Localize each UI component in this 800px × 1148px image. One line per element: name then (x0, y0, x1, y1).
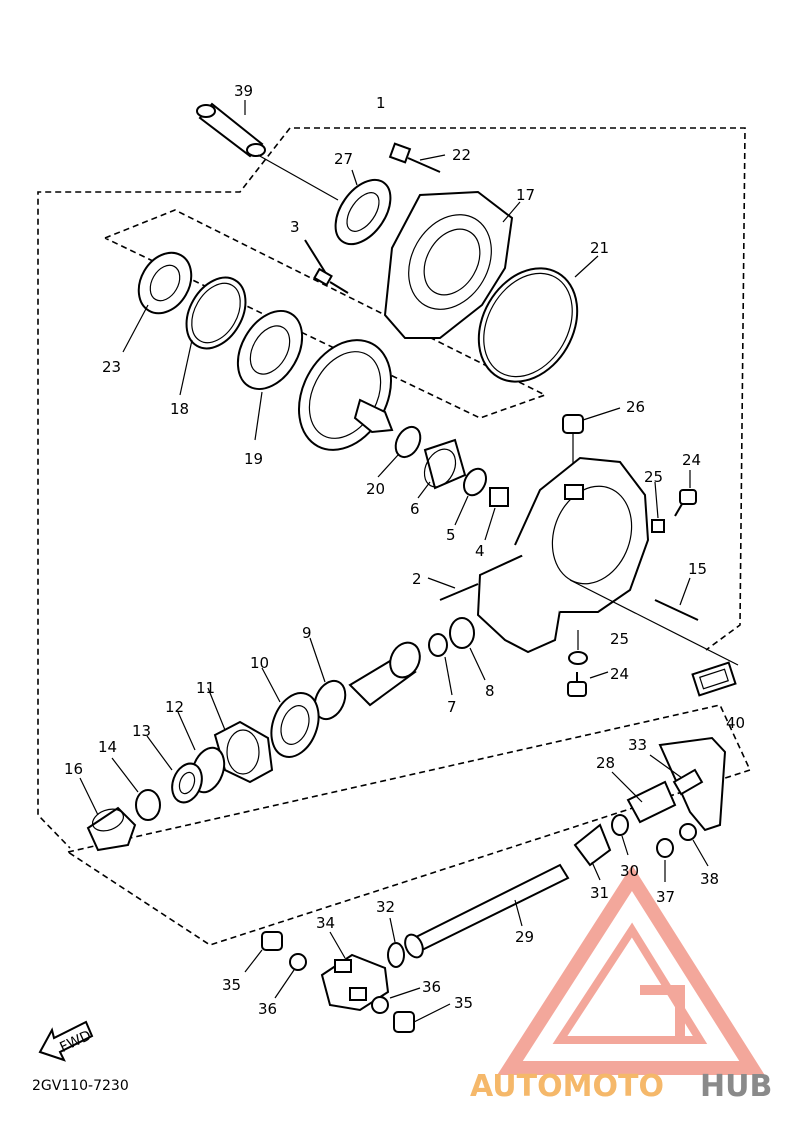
callout-39: 39 (234, 82, 253, 100)
part-13-oil-seal (171, 762, 203, 804)
assembly-outline (37, 127, 746, 849)
callout-14: 14 (98, 738, 117, 756)
callout-26: 26 (626, 398, 645, 416)
part-27-oil-seal (334, 178, 392, 246)
part-35-bearing-cup-left (261, 931, 283, 951)
part-20-shim (394, 425, 422, 459)
part-25-washer-upper (651, 519, 665, 533)
part-36-circlip-left (289, 953, 307, 971)
part-32-circlip (387, 942, 405, 968)
part-5-ring (462, 467, 488, 497)
watermark-text-hub: HUB (700, 1069, 772, 1104)
upper-group-outline (104, 209, 548, 419)
callout-40: 40 (726, 714, 745, 732)
diagram-code: 2GV110-7230 (32, 1078, 129, 1094)
part-24-bolt-upper (674, 489, 697, 517)
callout-32: 32 (376, 898, 395, 916)
callout-4: 4 (475, 542, 485, 560)
callout-25-lower: 25 (610, 630, 629, 648)
callout-30: 30 (620, 862, 639, 880)
callout-37: 37 (656, 888, 675, 906)
part-gear-case-housing (476, 456, 650, 654)
part-31-coupling (573, 823, 612, 867)
part-19-bearing (236, 310, 304, 390)
callout-25-upper: 25 (644, 468, 663, 486)
callout-20: 20 (366, 480, 385, 498)
callout-35-left: 35 (222, 976, 241, 994)
part-2-stud (439, 583, 479, 601)
part-18-shim (185, 276, 247, 350)
callout-21: 21 (590, 239, 609, 257)
part-25-washer-lower (568, 651, 588, 665)
part-16-cap (86, 806, 137, 852)
part-ring-gear (297, 339, 394, 451)
callout-29: 29 (515, 928, 534, 946)
callout-31: 31 (590, 884, 609, 902)
part-28-shaft (626, 780, 677, 824)
part-8-bearing (449, 617, 475, 649)
watermark-logo (497, 864, 765, 1075)
callout-23: 23 (102, 358, 121, 376)
part-24-bolt-lower (567, 672, 587, 697)
callout-34: 34 (316, 914, 335, 932)
callout-24-upper: 24 (682, 451, 701, 469)
callout-24-lower: 24 (610, 665, 629, 683)
callout-12: 12 (165, 698, 184, 716)
watermark-text-automoto: AUTOMOTO (470, 1069, 664, 1104)
part-7-collar (428, 633, 448, 657)
callout-5: 5 (446, 526, 456, 544)
part-40-label-plate (691, 661, 737, 697)
callout-13: 13 (132, 722, 151, 740)
callout-3: 3 (290, 218, 300, 236)
part-37-nut (656, 838, 674, 858)
callout-15: 16 (64, 760, 83, 778)
callout-8: 8 (485, 682, 495, 700)
part-33-spring (672, 768, 704, 796)
part-35-bearing-cup-right (393, 1011, 415, 1033)
callout-36-left: 36 (258, 1000, 277, 1018)
callout-36-right: 36 (422, 978, 441, 996)
part-11-bearing-housing (213, 720, 274, 784)
part-23-oil-seal (137, 251, 193, 315)
callout-2: 2 (412, 570, 422, 588)
callout-28: 28 (596, 754, 615, 772)
callout-22: 22 (452, 146, 471, 164)
part-14-collar (135, 789, 161, 821)
part-17-gear-case-cover (383, 190, 514, 339)
callout-15b: 15 (688, 560, 707, 578)
callout-35-right: 35 (454, 994, 473, 1012)
part-36-circlip-right (371, 996, 389, 1014)
part-34-universal-joint (320, 953, 390, 1012)
callout-7: 7 (447, 698, 457, 716)
callout-10: 10 (250, 654, 269, 672)
part-30-circlip (611, 814, 629, 836)
part-26-plug (562, 414, 584, 434)
callout-17: 17 (516, 186, 535, 204)
part-29-drive-shaft (404, 863, 570, 959)
callout-33: 33 (628, 736, 647, 754)
callout-6: 6 (410, 500, 420, 518)
part-4-collar (489, 487, 509, 507)
fwd-label: FWD (57, 1028, 93, 1056)
lower-group-outline (67, 704, 752, 946)
callout-9: 9 (302, 624, 312, 642)
callout-38: 38 (700, 870, 719, 888)
part-15-stud (654, 599, 699, 621)
part-22-bolt (388, 142, 441, 173)
fwd-arrow-icon (38, 1020, 94, 1062)
part-21-o-ring (477, 267, 579, 383)
part-10-bearing (270, 692, 320, 758)
callout-27: 27 (334, 150, 353, 168)
part-6-bearing (423, 438, 467, 490)
callout-11: 11 (196, 679, 215, 697)
part-3-bolt (304, 239, 349, 294)
callout-1: 1 (376, 94, 386, 112)
part-39-sleeve (196, 102, 266, 158)
part-9-pinion-shaft (313, 641, 421, 721)
callout-19: 19 (244, 450, 263, 468)
callout-18: 18 (170, 400, 189, 418)
part-38-washer (679, 823, 697, 841)
